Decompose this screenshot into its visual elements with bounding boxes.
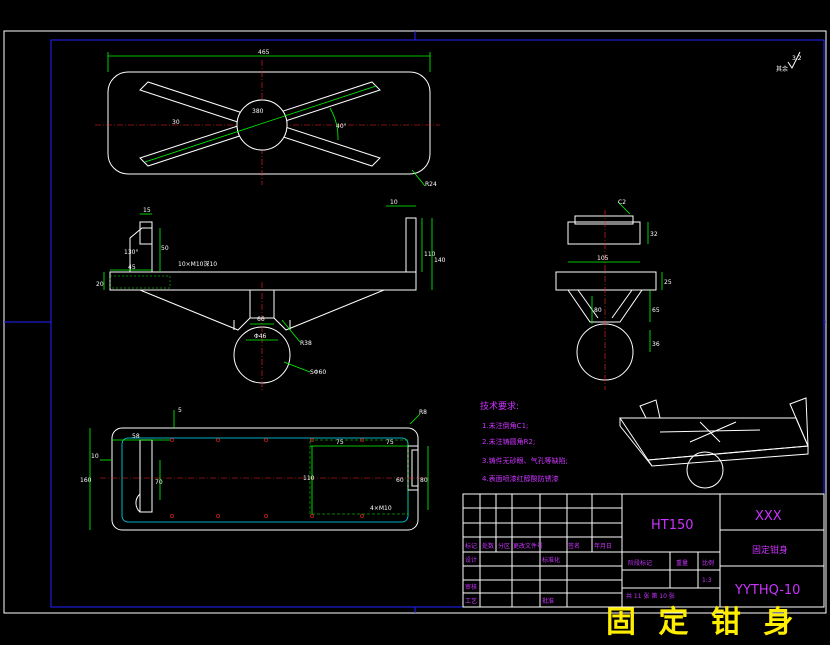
dim-front-130: 130° bbox=[124, 249, 138, 256]
iso-view bbox=[619, 397, 809, 489]
top-view: 465 30 380 40° R24 bbox=[95, 49, 440, 188]
title-block: 标记 处数 分区 更改文件号 签名 年月日 设计 标准化 审核 工艺 批准 阶段… bbox=[462, 493, 825, 608]
tb-sheet: 共 11 张 第 10 张 bbox=[626, 592, 675, 600]
dim-front-10: 10 bbox=[390, 199, 398, 206]
dim-top-center: 380 bbox=[252, 108, 264, 115]
tb-weight: 重量 bbox=[676, 559, 688, 567]
tech-item-4: 4.表面喷漆红醇酸防锈漆 bbox=[482, 474, 559, 483]
dim-top-arm: 30 bbox=[172, 119, 180, 126]
roughness-note: 其余 bbox=[776, 65, 788, 73]
tb-approve: 批准 bbox=[542, 597, 554, 605]
dim-side-c2: C2 bbox=[618, 199, 626, 206]
dim-front-46: Φ46 bbox=[254, 333, 267, 340]
tb-scale: 1:3 bbox=[702, 577, 712, 584]
dim-plan-110: 110 bbox=[303, 475, 315, 482]
dim-top-angle: 40° bbox=[336, 123, 347, 130]
roughness-symbol: 其余 3.2 bbox=[776, 51, 802, 73]
dim-side-80: 80 bbox=[594, 307, 602, 314]
dim-plan-70: 70 bbox=[155, 479, 163, 486]
dim-front-50: 50 bbox=[161, 245, 169, 252]
tb-standardize: 标准化 bbox=[542, 556, 560, 564]
dim-top-radius: R24 bbox=[425, 181, 437, 188]
dim-front-r38: R38 bbox=[300, 340, 312, 347]
tb-mark: 标记 bbox=[465, 542, 477, 550]
big-title: 固 定 钳 身 bbox=[606, 605, 799, 640]
dim-top-length: 465 bbox=[258, 49, 270, 56]
tb-design: 设计 bbox=[465, 556, 477, 564]
dim-front-110: 110 bbox=[424, 251, 436, 258]
tb-count: 处数 bbox=[482, 542, 494, 550]
dim-plan-75b: 75 bbox=[386, 439, 394, 446]
dim-front-140: 140 bbox=[434, 257, 446, 264]
tech-requirements: 技术要求: 1.未注倒角C1; 2.未注铸圆角R2; 3.铸件无砂眼、气孔等缺陷… bbox=[480, 400, 568, 483]
tb-company: XXX bbox=[755, 509, 782, 524]
tb-process: 工艺 bbox=[465, 597, 477, 605]
tech-item-2: 2.未注铸圆角R2; bbox=[482, 437, 535, 446]
tech-item-1: 1.未注倒角C1; bbox=[482, 421, 528, 430]
tb-ratio: 比例 bbox=[702, 559, 714, 567]
dim-plan-r8: R8 bbox=[419, 409, 427, 416]
dim-plan-80: 80 bbox=[420, 477, 428, 484]
side-view: C2 32 105 25 80 65 36 bbox=[555, 199, 672, 390]
dim-front-45: 45 bbox=[128, 264, 136, 271]
dim-front-hole: 10×M10深10 bbox=[178, 260, 217, 268]
tb-zone: 分区 bbox=[498, 542, 510, 550]
dim-front-sphere: SΦ60 bbox=[310, 369, 326, 376]
tb-date: 年月日 bbox=[594, 542, 612, 550]
tb-change-doc: 更改文件号 bbox=[513, 542, 543, 550]
dim-plan-5: 5 bbox=[178, 407, 182, 414]
dim-front-66: 66 bbox=[257, 316, 265, 323]
dim-front-20: 20 bbox=[96, 281, 104, 288]
front-view: 15 130° 45 50 20 10×M10深10 10 110 140 66… bbox=[96, 199, 446, 392]
dim-plan-60: 60 bbox=[396, 477, 404, 484]
dim-plan-10: 10 bbox=[91, 453, 99, 460]
tb-part-name: 固定钳身 bbox=[752, 544, 788, 556]
outer-frame bbox=[3, 30, 827, 614]
dim-plan-58: 58 bbox=[132, 433, 140, 440]
tb-signature: 签名 bbox=[568, 542, 580, 550]
tb-drawing-no: YYTHQ-10 bbox=[734, 583, 800, 598]
dim-side-25: 25 bbox=[664, 279, 672, 286]
inner-frame bbox=[50, 39, 825, 608]
tb-material: HT150 bbox=[651, 518, 694, 533]
dim-front-15: 15 bbox=[143, 207, 151, 214]
tech-item-3: 3.铸件无砂眼、气孔等缺陷; bbox=[482, 456, 568, 465]
dim-side-36: 36 bbox=[652, 341, 660, 348]
tb-review: 审核 bbox=[465, 583, 477, 591]
tb-stage-mark: 阶段标记 bbox=[628, 559, 652, 567]
dim-side-105: 105 bbox=[597, 255, 609, 262]
frame-ticks bbox=[4, 31, 826, 613]
dim-plan-75a: 75 bbox=[336, 439, 344, 446]
plan-view: 5 58 10 160 70 75 75 110 60 80 R8 4×M10 bbox=[80, 407, 430, 531]
tech-heading: 技术要求: bbox=[480, 400, 519, 412]
dim-side-32: 32 bbox=[650, 231, 658, 238]
svg-text:3.2: 3.2 bbox=[792, 55, 802, 62]
dim-plan-160: 160 bbox=[80, 477, 92, 484]
dim-plan-holes: 4×M10 bbox=[370, 505, 392, 512]
dim-side-65: 65 bbox=[652, 307, 660, 314]
